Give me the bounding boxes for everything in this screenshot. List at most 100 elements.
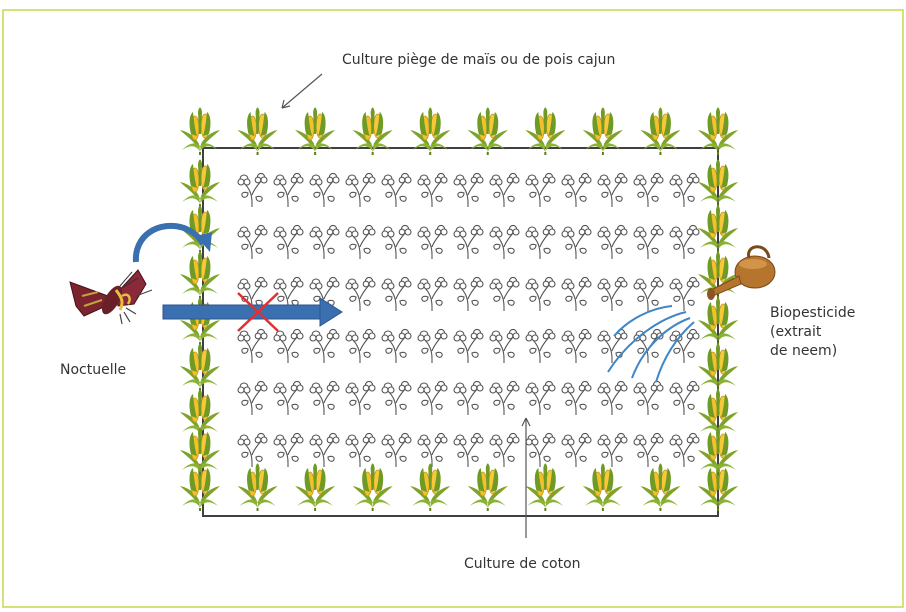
- cotton-plant-icon: [273, 172, 304, 208]
- cotton-plant-icon: [345, 172, 376, 208]
- maize-plant-icon: [466, 462, 509, 512]
- cotton-plant-icon: [669, 328, 700, 364]
- cotton-plant-icon: [417, 380, 448, 416]
- cotton-plant-icon: [561, 172, 592, 208]
- cotton-plant-icon: [453, 328, 484, 364]
- cotton-plant-icon: [561, 224, 592, 260]
- cotton-plant-icon: [597, 276, 628, 312]
- cotton-plant-icon: [561, 380, 592, 416]
- cotton-plant-icon: [525, 172, 556, 208]
- cotton-plant-icon: [237, 224, 268, 260]
- cotton-plant-icon: [309, 172, 340, 208]
- biopesticide-label-line: Biopesticide: [770, 305, 856, 321]
- cotton-plant-icon: [525, 380, 556, 416]
- maize-plant-icon: [294, 462, 337, 512]
- maize-plant-icon: [639, 462, 682, 512]
- cotton-plant-icon: [417, 432, 448, 468]
- cotton-plant-icon: [525, 328, 556, 364]
- cotton-plant-icon: [237, 172, 268, 208]
- cotton-plant-icon: [669, 380, 700, 416]
- maize-plant-icon: [236, 462, 279, 512]
- cotton-plant-icon: [633, 276, 664, 312]
- cotton-plant-icon: [453, 276, 484, 312]
- cotton-plant-icon: [237, 380, 268, 416]
- deflect-arrow: [132, 222, 212, 263]
- cotton-plant-icon: [381, 380, 412, 416]
- cotton-plant-icon: [309, 328, 340, 364]
- maize-plant-icon: [179, 158, 221, 208]
- cotton-plant-icon: [489, 224, 520, 260]
- cotton-plant-icon: [417, 224, 448, 260]
- cotton-plant-icon: [273, 224, 304, 260]
- cotton-plant-icon: [273, 380, 304, 416]
- cotton-plant-icon: [381, 432, 412, 468]
- cotton-plant-icon: [309, 380, 340, 416]
- cotton-plant-icon: [237, 328, 268, 364]
- cotton-plant-icon: [633, 328, 664, 364]
- cotton-plant-icon: [453, 432, 484, 468]
- cotton-plant-icon: [489, 432, 520, 468]
- cotton-plant-icon: [597, 432, 628, 468]
- cotton-plant-icon: [633, 380, 664, 416]
- cotton-plant-icon: [597, 224, 628, 260]
- cotton-plant-icon: [489, 380, 520, 416]
- cotton-plant-icon: [633, 224, 664, 260]
- cotton-plant-icon: [669, 224, 700, 260]
- watering-can-icon: [707, 245, 776, 300]
- cotton-plant-icon: [453, 380, 484, 416]
- biopesticide-label: Biopesticide (extrait de neem): [770, 304, 880, 361]
- cotton-plant-icon: [525, 224, 556, 260]
- cotton-plant-icon: [561, 432, 592, 468]
- maize-plant-icon: [179, 250, 221, 300]
- cotton-plant-icon: [633, 172, 664, 208]
- cotton-plant-icon: [597, 380, 628, 416]
- cotton-plant-icon: [381, 224, 412, 260]
- cotton-plant-icon: [345, 328, 376, 364]
- cotton-plant-icon: [345, 432, 376, 468]
- maize-plant-icon: [409, 462, 452, 512]
- cotton-plant-icon: [561, 276, 592, 312]
- main-crop-label: Culture de coton: [464, 556, 581, 572]
- cotton-plant-icon: [597, 328, 628, 364]
- cotton-plant-icon: [309, 224, 340, 260]
- cotton-plant-icon: [381, 172, 412, 208]
- moth-icon: [69, 269, 153, 325]
- maize-plant-icon: [179, 342, 221, 392]
- cotton-plant-icon: [525, 432, 556, 468]
- cotton-plant-icon: [345, 276, 376, 312]
- cotton-plant-icon: [525, 276, 556, 312]
- cotton-crop: [237, 172, 700, 468]
- cotton-plant-icon: [453, 224, 484, 260]
- biopesticide-label-line: de neem): [770, 343, 838, 359]
- cotton-plant-icon: [489, 328, 520, 364]
- cotton-plant-icon: [561, 328, 592, 364]
- figure-frame: [2, 9, 904, 608]
- maize-plant-icon: [524, 462, 567, 512]
- cotton-plant-icon: [273, 432, 304, 468]
- cotton-plant-icon: [633, 432, 664, 468]
- cotton-plant-icon: [237, 432, 268, 468]
- biopesticide-label-line: (extrait: [770, 324, 822, 340]
- cotton-plant-icon: [669, 432, 700, 468]
- cotton-plant-icon: [417, 276, 448, 312]
- cotton-plant-icon: [381, 276, 412, 312]
- spray: [607, 305, 695, 383]
- cotton-plant-icon: [597, 172, 628, 208]
- maize-plant-icon: [581, 462, 624, 512]
- cotton-plant-icon: [453, 172, 484, 208]
- trap-crop-label: Culture piège de maïs ou de pois cajun: [342, 52, 616, 68]
- cotton-plant-icon: [417, 328, 448, 364]
- cotton-plant-icon: [309, 432, 340, 468]
- blocked-arrow: [162, 297, 343, 327]
- pest-label: Noctuelle: [60, 362, 127, 378]
- cotton-plant-icon: [417, 172, 448, 208]
- cotton-plant-icon: [489, 276, 520, 312]
- cotton-plant-icon: [489, 172, 520, 208]
- cotton-plant-icon: [381, 328, 412, 364]
- cotton-plant-icon: [273, 328, 304, 364]
- maize-plant-icon: [351, 462, 394, 512]
- cotton-plant-icon: [345, 380, 376, 416]
- cotton-plant-icon: [345, 224, 376, 260]
- maize-plant-icon: [179, 462, 221, 512]
- cotton-plant-icon: [669, 172, 700, 208]
